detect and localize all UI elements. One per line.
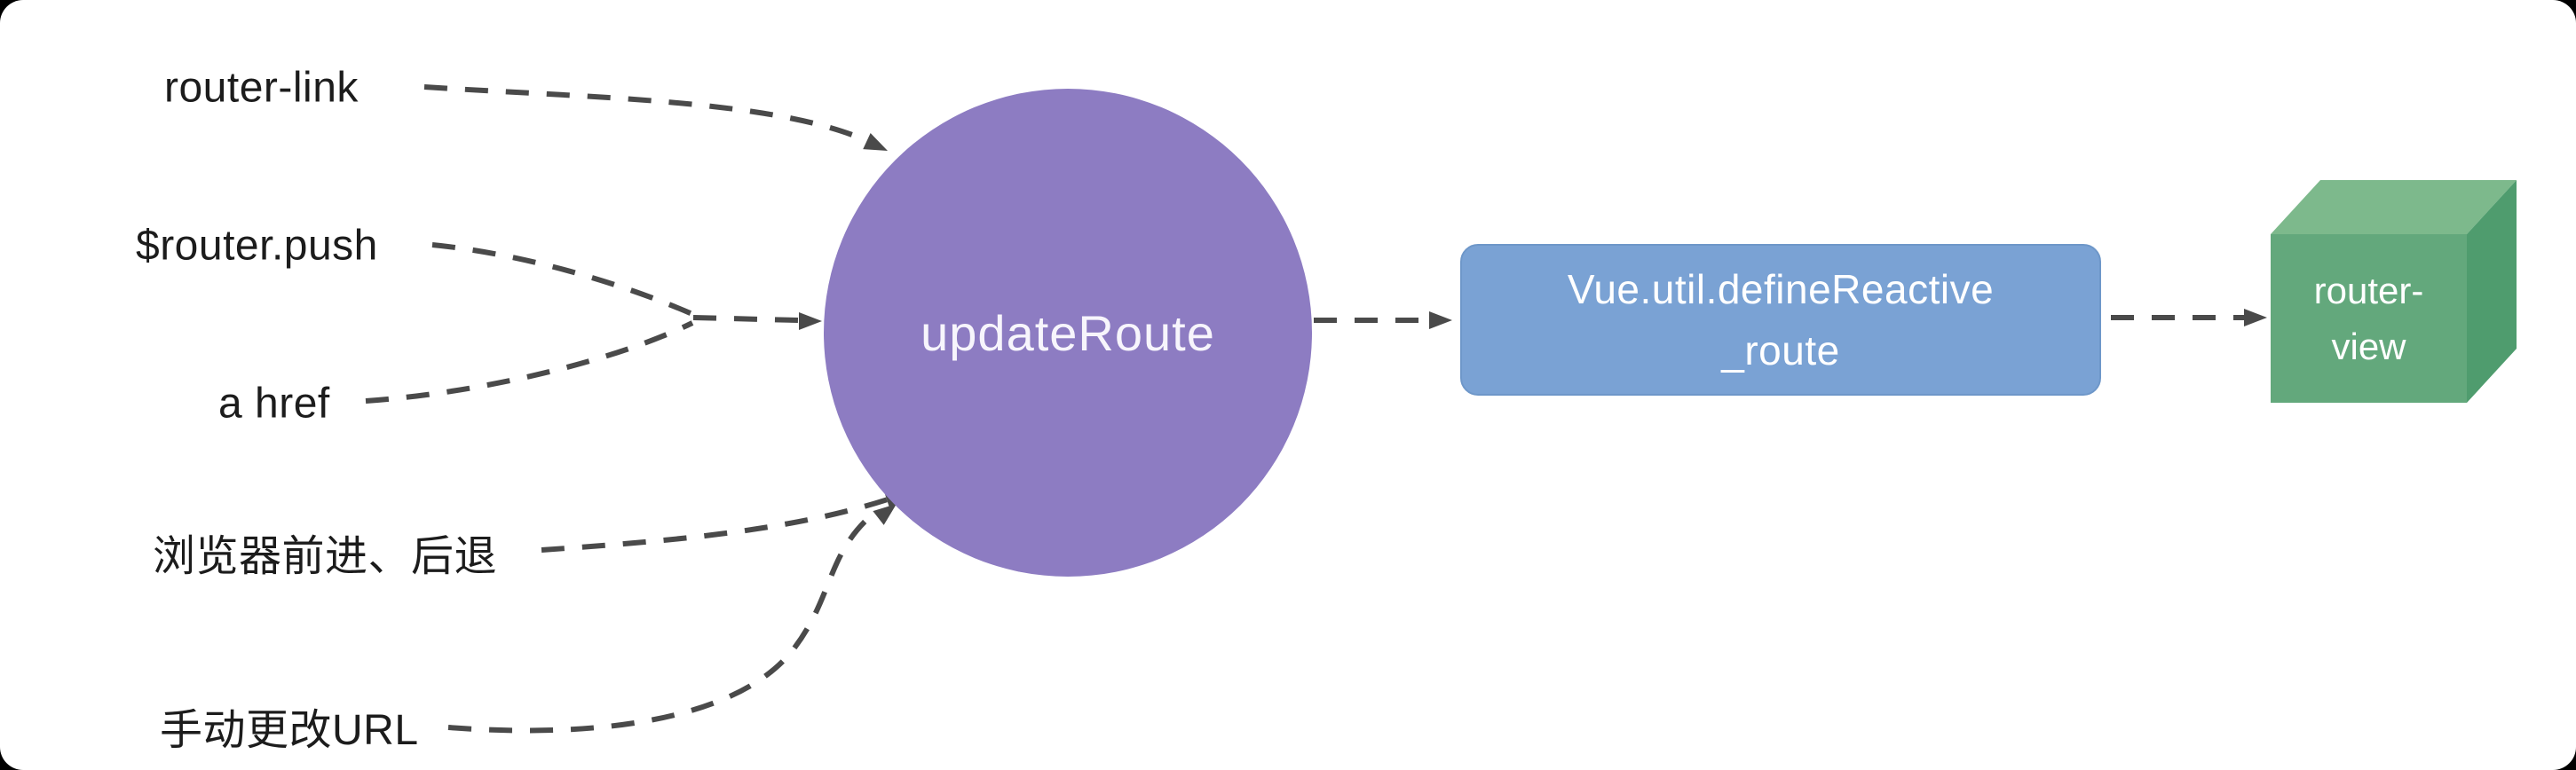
define-reactive-node: Vue.util.defineReactive _route [1460, 244, 2101, 396]
router-view-cube [2271, 180, 2517, 403]
router-view-label-line1: router- [2313, 270, 2424, 311]
label-manual-change-url: 手动更改URL [160, 707, 419, 754]
label-router-push: $router.push [136, 222, 378, 270]
dashed-connector-a-href [365, 320, 694, 404]
label-browser-forward-back: 浏览器前进、后退 [153, 533, 498, 580]
router-view-node-label: router- view [2271, 234, 2467, 403]
dashed-connector-browser-nav [541, 497, 889, 553]
arrowhead [863, 132, 888, 151]
define-reactive-label-line2: _route [1721, 326, 1840, 373]
dashed-connector-router-link [423, 84, 867, 143]
dashed-connector-manual-url [447, 510, 876, 734]
cube-top-face [2271, 180, 2517, 234]
update-route-label: updateRoute [921, 304, 1215, 361]
label-a-href: a href [218, 380, 330, 428]
arrowhead [1429, 311, 1452, 329]
arrowhead [873, 504, 897, 525]
cube-front-face [2271, 234, 2467, 403]
arrowhead [799, 312, 822, 330]
label-router-link: router-link [164, 64, 359, 112]
define-reactive-label-line1: Vue.util.defineReactive [1567, 265, 1995, 312]
dashed-connector-merged [692, 315, 800, 323]
arrowhead [2244, 309, 2267, 326]
update-route-node: updateRoute [824, 89, 1312, 577]
cube-side-face [2467, 180, 2517, 403]
dashed-connector-router-push [431, 242, 694, 317]
router-view-label-line2: view [2331, 326, 2406, 367]
